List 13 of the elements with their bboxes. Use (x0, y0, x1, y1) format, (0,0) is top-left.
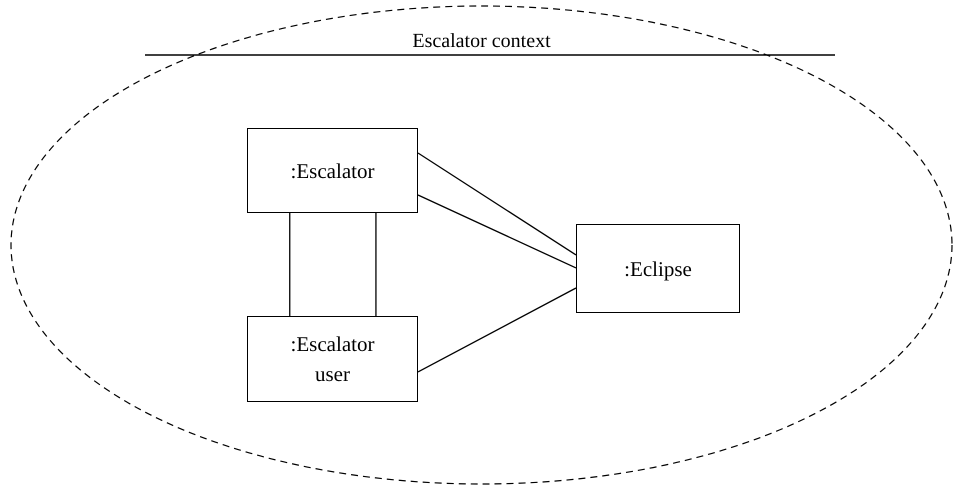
connector-line (289, 213, 290, 316)
object-name: :Escalator user (290, 331, 376, 388)
connector-line (418, 287, 576, 373)
object-box (576, 224, 740, 313)
connector-line (375, 213, 377, 316)
context-ellipse (10, 5, 953, 485)
connector-line (418, 194, 576, 269)
object-name: :Escalator (290, 158, 376, 184)
context-title: Escalator context (411, 29, 552, 53)
object-box (247, 316, 418, 402)
connector-line (418, 152, 576, 256)
object-name: :Eclipse (623, 256, 693, 282)
object-box (247, 128, 418, 213)
